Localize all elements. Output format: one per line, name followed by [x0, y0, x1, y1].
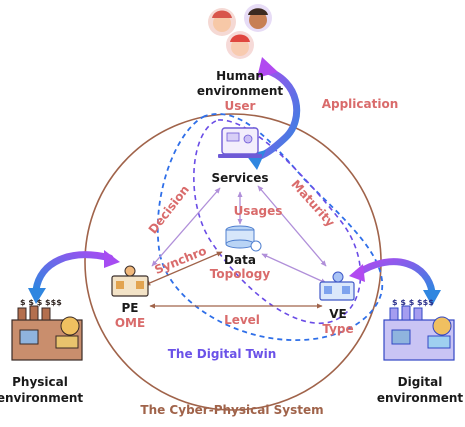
- ome-label: OME: [115, 316, 145, 330]
- synchro-label: Synchro: [152, 244, 208, 278]
- services-icon: [218, 127, 262, 158]
- type-label: Type: [322, 322, 353, 336]
- digital-curved-arrow: [354, 258, 436, 296]
- physical-arrowhead-right: [104, 250, 120, 268]
- services-to-ve-arrow: [257, 185, 327, 267]
- application-curved-arrow: [251, 66, 301, 162]
- maturity-label: Maturity: [288, 177, 337, 230]
- usages-label: Usages: [234, 204, 283, 218]
- application-label: Application: [322, 97, 399, 111]
- physical-arrowhead-down: [28, 288, 46, 304]
- data-label: Data: [224, 253, 256, 267]
- level-label: Level: [224, 313, 260, 327]
- pe-label: PE: [122, 301, 139, 315]
- topology-label: Topology: [210, 267, 271, 281]
- physical-label-line1: Physical: [12, 375, 68, 389]
- digital-factory-signs: $ $ $ $$$: [392, 298, 434, 307]
- cps-title: The Cyber-Physical System: [140, 403, 323, 417]
- ve-label: VE: [329, 307, 346, 321]
- ve-machine-icon: [319, 271, 355, 301]
- physical-label-line2: environment: [0, 391, 83, 405]
- physical-factory-icon: [11, 305, 83, 361]
- physical-curved-arrow: [32, 251, 114, 294]
- application-arrowhead-top: [257, 57, 278, 78]
- digital-twin-title: The Digital Twin: [168, 347, 277, 361]
- user-label: User: [225, 99, 256, 113]
- pe-machine-icon: [111, 265, 149, 297]
- data-to-ve-arrow: [261, 253, 327, 284]
- human-avatars-icon: [208, 4, 272, 59]
- data-stack-icon: [225, 225, 262, 252]
- data-to-pe-arrow: [144, 251, 223, 286]
- digital-arrowhead-down: [423, 290, 441, 306]
- digital-label-line1: Digital: [398, 375, 443, 389]
- services-label: Services: [211, 171, 268, 185]
- human-label-line1: Human: [216, 69, 264, 83]
- digital-label-line2: environment: [377, 391, 464, 405]
- digital-arrowhead-left: [349, 264, 365, 282]
- human-label-line2: environment: [197, 84, 284, 98]
- digital-factory-icon: [383, 305, 455, 361]
- physical-factory-signs: $ $ $ $$$: [20, 298, 62, 307]
